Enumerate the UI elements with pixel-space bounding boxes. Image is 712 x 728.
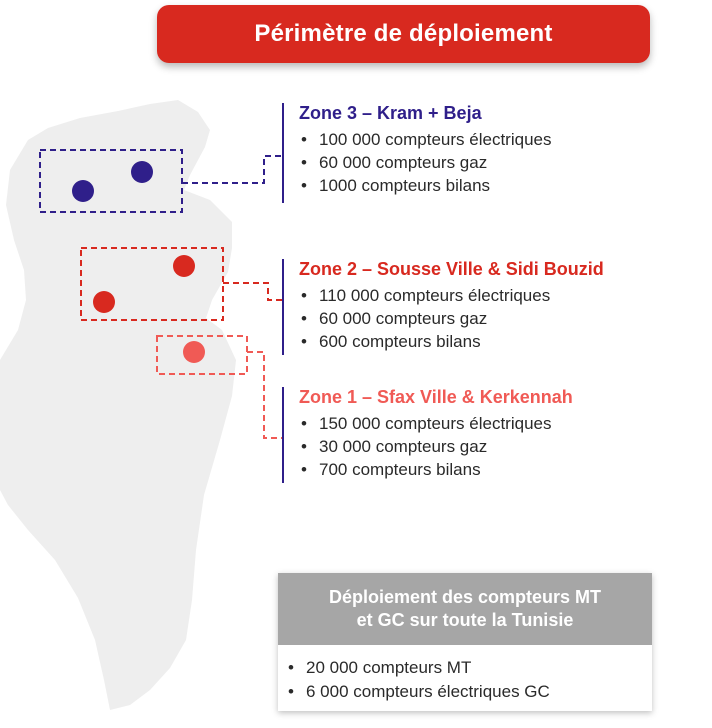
zone-2-area (80, 247, 224, 321)
zone-3-marker-beja (72, 180, 94, 202)
zone-2-bar (282, 259, 284, 355)
zone-2-connector (223, 282, 282, 301)
list-item: •1000 compteurs bilans (301, 176, 491, 195)
zone-1-block: Zone 1 – Sfax Ville & Kerkennah •150 000… (282, 387, 702, 483)
list-item: •6 000 compteurs électriques GC (288, 682, 550, 701)
page-title: Périmètre de déploiement (254, 20, 553, 47)
zone-2-block: Zone 2 – Sousse Ville & Sidi Bouzid •110… (282, 259, 702, 355)
list-item: •100 000 compteurs électriques (301, 130, 552, 149)
list-item: •60 000 compteurs gaz (301, 153, 488, 172)
zone-3-block: Zone 3 – Kram + Beja •100 000 compteurs … (282, 103, 682, 203)
zone-1-title: Zone 1 – Sfax Ville & Kerkennah (299, 387, 573, 407)
list-item: •60 000 compteurs gaz (301, 309, 488, 328)
zone-1-connector (247, 351, 282, 439)
zone-3-title: Zone 3 – Kram + Beja (299, 103, 482, 123)
zone-1-marker-sfax (183, 341, 205, 363)
summary-title-line-1: Déploiement des compteurs MT (328, 587, 602, 607)
zone-2-marker-sidi-bouzid (93, 291, 115, 313)
zone-2-marker-sousse (173, 255, 195, 277)
zone-2-list: •110 000 compteurs électriques •60 000 c… (299, 284, 550, 353)
title-banner: Périmètre de déploiement (157, 5, 650, 63)
tunisia-silhouette (0, 100, 236, 710)
summary-box: Déploiement des compteurs MT et GC sur t… (278, 573, 652, 711)
list-item: •30 000 compteurs gaz (301, 437, 488, 456)
zone-3-area (39, 149, 183, 213)
zone-3-bar (282, 103, 284, 203)
zone-1-area (156, 335, 248, 375)
zone-3-connector (182, 155, 282, 184)
zone-3-marker-kram (131, 161, 153, 183)
zone-1-bar (282, 387, 284, 483)
summary-list: •20 000 compteurs MT •6 000 compteurs él… (286, 656, 550, 704)
summary-header: Déploiement des compteurs MT et GC sur t… (278, 573, 652, 645)
list-item: •110 000 compteurs électriques (301, 286, 551, 305)
list-item: •600 compteurs bilans (301, 332, 481, 351)
list-item: •20 000 compteurs MT (288, 658, 472, 677)
zone-2-title: Zone 2 – Sousse Ville & Sidi Bouzid (299, 259, 604, 279)
list-item: •150 000 compteurs électriques (301, 414, 552, 433)
list-item: •700 compteurs bilans (301, 460, 481, 479)
summary-title-line-2: et GC sur toute la Tunisie (356, 610, 574, 630)
zone-3-list: •100 000 compteurs électriques •60 000 c… (299, 128, 551, 197)
zone-1-list: •150 000 compteurs électriques •30 000 c… (299, 412, 551, 481)
